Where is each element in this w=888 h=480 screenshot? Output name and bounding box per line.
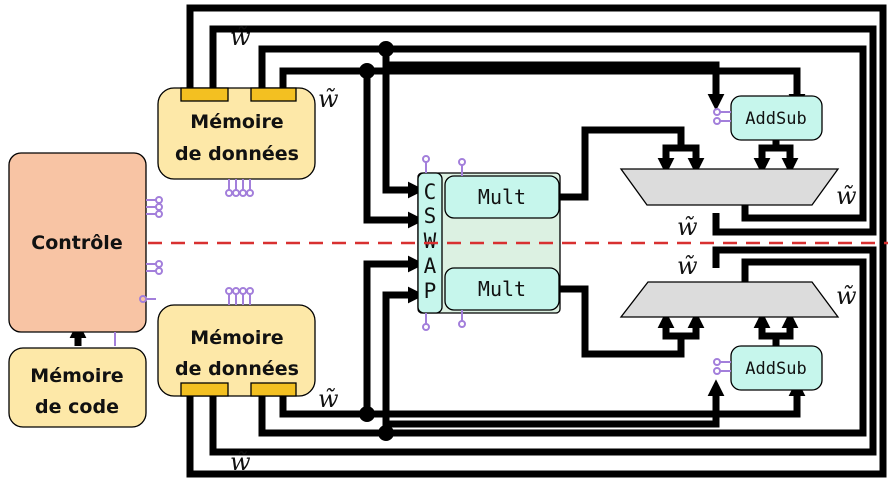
mux-bas (619, 281, 840, 318)
addsub-bas-block (730, 345, 823, 391)
mult-bas-label: Mult (478, 277, 526, 301)
w-tilde-label: w̃ (677, 252, 698, 280)
memoire-donnees-haut-line2: de données (175, 143, 299, 165)
w-tilde-label: w̃ (230, 448, 251, 476)
memoire-code-line2: de code (35, 396, 119, 418)
addsub-bas-label: AddSub (745, 359, 806, 379)
cswap-letter: P (424, 279, 437, 303)
junction-dot (359, 406, 375, 422)
junction-dot (378, 41, 394, 57)
memoire-donnees-bas-line1: Mémoire (190, 327, 283, 349)
memoire-code-line1: Mémoire (30, 365, 123, 387)
junction-dot (359, 63, 375, 79)
memoire-port (180, 382, 229, 397)
w-tilde-label: w̃ (318, 85, 339, 113)
mult-bas-block (444, 267, 560, 311)
addsub-haut-block (730, 95, 823, 141)
cswap-letter: S (424, 204, 437, 228)
w-tilde-label: w̃ (836, 282, 857, 310)
controle-block (8, 152, 147, 333)
memoire-donnees-haut-line1: Mémoire (190, 111, 283, 133)
w-tilde-label: w̃ (318, 385, 339, 413)
addsub-haut-label: AddSub (745, 109, 806, 129)
control-signal-icons (114, 108, 731, 375)
datapath-wires (69, 4, 887, 478)
cswap-letter: W (424, 229, 437, 253)
cswap-letter: C (424, 180, 437, 204)
mux-haut (619, 168, 840, 206)
memoire-donnees-bas-line2: de données (175, 358, 299, 380)
mult-haut-label: Mult (478, 185, 526, 209)
memoire-port (250, 87, 297, 102)
memoire-donnees-haut-block (157, 87, 316, 180)
w-tilde-label: w̃ (836, 182, 857, 210)
junction-dot (378, 425, 394, 441)
memoire-port (180, 87, 229, 102)
cswap-letter: A (424, 254, 437, 278)
w-tilde-label: w̃ (230, 23, 251, 51)
mult-haut-block (444, 175, 560, 219)
controle-label: Contrôle (31, 232, 122, 254)
w-tilde-label: w̃ (677, 213, 698, 241)
memoire-port (250, 382, 297, 397)
memoire-code-block (8, 347, 147, 428)
